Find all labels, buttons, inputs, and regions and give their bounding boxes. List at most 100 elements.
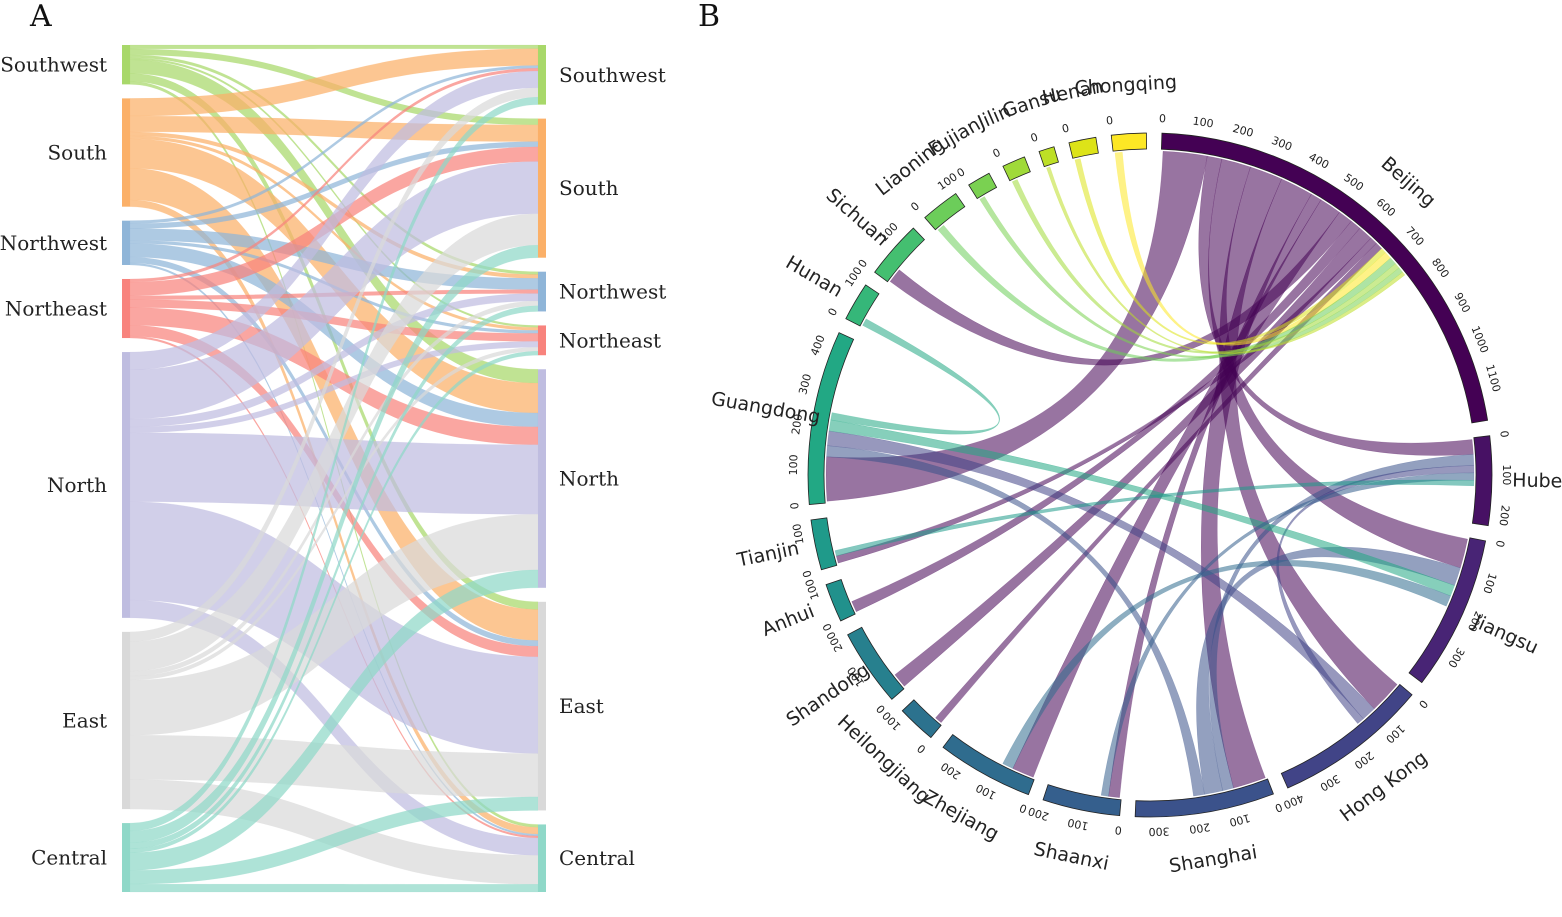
chord-tick-zhejiang-0: 0 xyxy=(1018,801,1029,816)
chord-tick-guangdong-300: 300 xyxy=(796,372,814,396)
sankey-node-left-central xyxy=(122,823,130,892)
chord-tick-beijing-400: 400 xyxy=(1307,150,1332,171)
chord-ribbon-henan-to-beijing xyxy=(1074,158,1386,345)
chord-tick-shandong-200: 200 xyxy=(824,629,845,654)
sankey-left-label-southwest: Southwest xyxy=(0,53,107,77)
chord-tick-beijing-700: 700 xyxy=(1403,224,1427,248)
chord-arc-liaoning xyxy=(924,192,966,231)
sankey-node-left-east xyxy=(122,631,130,810)
chord-ribbon-hong-kong-to-guangdong xyxy=(827,430,1375,720)
chord-arc-shandong xyxy=(847,626,905,700)
sankey-node-left-northeast xyxy=(122,278,130,339)
chord-tick-hong-kong-100: 100 xyxy=(1383,722,1407,746)
sankey-right-label-central: Central xyxy=(559,846,635,870)
chord-tick-beijing-900: 900 xyxy=(1451,290,1473,315)
chord-tick-shaanxi-200: 200 xyxy=(1027,804,1051,823)
chord-arc-sichuan xyxy=(874,227,926,283)
chord-tick-shanghai-0: 0 xyxy=(1273,800,1284,815)
chord-label-jiangsu: Jiangsu xyxy=(1469,610,1541,659)
sankey-node-right-northwest xyxy=(538,271,546,312)
chord-ribbon-shanghai-to-jiangsu xyxy=(1196,546,1461,795)
sankey-node-right-northeast xyxy=(538,325,546,356)
sankey-node-left-northwest xyxy=(122,220,130,265)
chord-tick-guangdong-100: 100 xyxy=(787,454,801,475)
sankey-link-central-to-north xyxy=(129,569,539,871)
sankey-link-central-to-central xyxy=(129,883,539,893)
chord-tick-shaanxi-0: 0 xyxy=(1114,823,1122,837)
chord-tick-chongqing-0: 0 xyxy=(1105,114,1113,128)
chord-tick-beijing-1000: 1000 xyxy=(1468,324,1491,355)
chord-ribbon-shanghai-to-hubei xyxy=(1209,454,1475,792)
sankey-link-southwest-to-southwest xyxy=(129,44,539,50)
sankey-link-central-to-northwest xyxy=(129,305,539,849)
chord-tick-beijing-100: 100 xyxy=(1192,114,1215,130)
chord-tick-beijing-200: 200 xyxy=(1231,122,1255,140)
chord-arc-tianjin xyxy=(810,517,838,571)
sankey-right-label-northwest: Northwest xyxy=(559,280,666,304)
chord-tick-hubei-100: 100 xyxy=(1500,464,1513,485)
chord-arc-fujian xyxy=(968,172,998,200)
sankey-left-label-north: North xyxy=(47,473,107,497)
panel-b-label: B xyxy=(698,0,720,34)
chord-label-hunan: Hunan xyxy=(782,252,847,302)
chord-ribbon-beijing-to-guangdong xyxy=(825,151,1208,502)
chord-arc-shanghai xyxy=(1134,778,1274,818)
sankey-left-label-northwest: Northwest xyxy=(0,231,107,255)
chord-tick-jiangsu-0: 0 xyxy=(1493,539,1507,548)
chord-tick-guangdong-400: 400 xyxy=(808,333,828,357)
chord-tick-beijing-300: 300 xyxy=(1270,134,1294,154)
sankey-left-label-south: South xyxy=(47,141,107,165)
chord-label-chongqing: Chongqing xyxy=(1074,71,1178,99)
sankey-right-label-east: East xyxy=(559,694,604,718)
chord-label-tianjin: Tianjin xyxy=(734,537,801,572)
chord-tick-gansu-0: 0 xyxy=(1029,131,1040,146)
chord-label-shanghai: Shanghai xyxy=(1168,841,1259,877)
chord-arc-jiangsu xyxy=(1408,537,1487,684)
chord-tick-tianjin-100: 100 xyxy=(790,523,806,546)
sankey-right-label-southwest: Southwest xyxy=(559,63,666,87)
chord-ribbon-beijing-to-sichuan xyxy=(889,211,1352,366)
chord-arc-hubei xyxy=(1471,435,1493,527)
chord-tick-hong-kong-0: 0 xyxy=(1416,697,1430,711)
chord-tick-tianjin-0: 0 xyxy=(800,569,814,579)
chord-ribbon-zhejiang-to-jiangsu xyxy=(1002,560,1451,769)
sankey-node-right-southwest xyxy=(538,45,546,105)
chord-arc-jilin xyxy=(1002,156,1031,182)
sankey-right-label-south: South xyxy=(559,176,619,200)
sankey-node-right-south xyxy=(538,118,546,258)
chord-label-hong-kong: Hong Kong xyxy=(1336,747,1432,827)
chord-tick-hong-kong-300: 300 xyxy=(1318,772,1343,794)
chord-tick-hunan-0: 0 xyxy=(826,306,841,318)
chord-arc-shaanxi xyxy=(1042,784,1122,817)
chord-label-shandong: Shandong xyxy=(782,659,873,731)
chord-tick-liaoning-100: 100 xyxy=(935,170,960,193)
chord-arc-henan xyxy=(1068,136,1099,159)
chord-tick-hubei-200: 200 xyxy=(1497,504,1512,526)
chord-tick-zhejiang-100: 100 xyxy=(974,781,999,802)
panel-a-label: A xyxy=(29,0,52,34)
chord-arc-heilongjiang xyxy=(901,699,942,739)
chord-label-hubei: Hubei xyxy=(1512,470,1562,493)
sankey-chart: SouthwestSouthNorthwestNortheastNorthEas… xyxy=(0,44,666,893)
chord-arc-beijing xyxy=(1160,132,1489,424)
chord-label-shaanxi: Shaanxi xyxy=(1032,838,1111,875)
chord-ribbon-jilin-to-beijing xyxy=(1011,179,1400,354)
chord-tick-anhui-100: 100 xyxy=(803,577,822,601)
sankey-right-label-northeast: Northeast xyxy=(559,328,661,352)
chord-tick-heilongjiang-0: 0 xyxy=(915,741,929,755)
chord-tick-jiangsu-100: 100 xyxy=(1480,571,1499,595)
chord-tick-shanghai-200: 200 xyxy=(1188,820,1211,836)
chord-tick-zhejiang-200: 200 xyxy=(939,759,964,782)
chord-tick-hunan-100: 100 xyxy=(842,265,864,290)
sankey-left-label-central: Central xyxy=(31,846,107,870)
chord-tick-hong-kong-200: 200 xyxy=(1352,749,1377,772)
chord-ribbon-shaanxi-to-hubei xyxy=(1100,472,1475,797)
chord-label-anhui: Anhui xyxy=(759,600,818,641)
chord-arc-hong-kong xyxy=(1280,683,1413,789)
chord-tick-liaoning-0: 0 xyxy=(908,199,922,213)
sankey-node-left-north xyxy=(122,352,130,618)
chord-tick-guangdong-0: 0 xyxy=(788,502,802,510)
